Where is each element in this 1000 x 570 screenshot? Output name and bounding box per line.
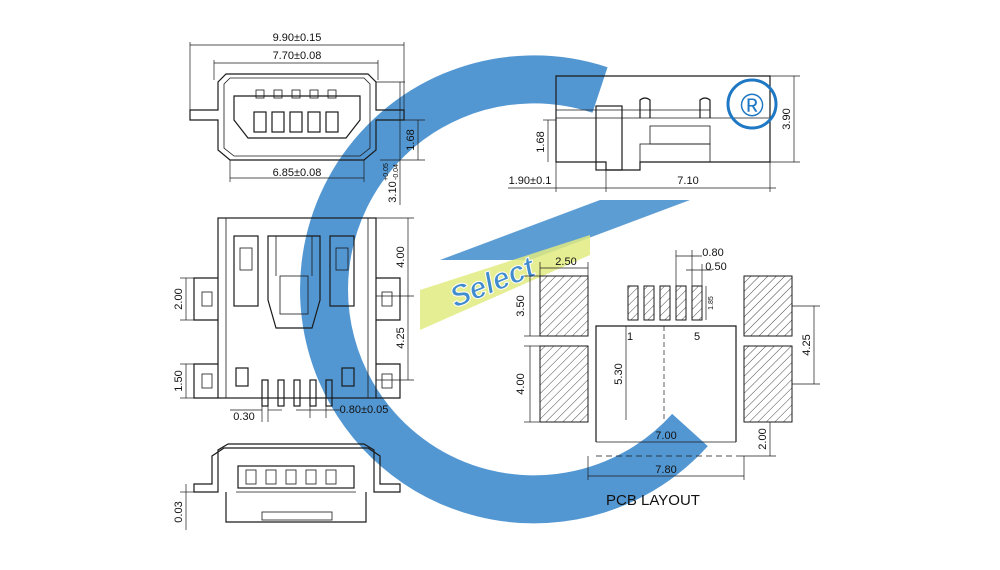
pad-bottom-left xyxy=(539,345,589,423)
top-view: 4.00 4.25 2.00 1.50 0.30 0.80±0.05 xyxy=(173,217,414,423)
dim-signal-length: 1.85 xyxy=(708,296,715,310)
pad-bottom-right xyxy=(743,345,793,423)
dim-depth-tol-minus: -0.04 xyxy=(393,164,400,180)
dim-side-length: 7.10 xyxy=(677,175,698,187)
dim-pad-bottom-height: 4.00 xyxy=(515,373,527,394)
pad-top-left xyxy=(539,275,589,337)
pad-top-right xyxy=(743,275,793,337)
dim-tab-height: 2.00 xyxy=(173,288,185,309)
dim-top-section: 4.00 xyxy=(395,246,407,267)
dim-pad-width: 2.50 xyxy=(555,256,576,268)
dim-right-bottom: 2.00 xyxy=(757,428,769,449)
dim-depth-tol-plus: +0.05 xyxy=(383,163,390,181)
dim-side-offset: 1.90±0.1 xyxy=(509,175,552,187)
top-pins xyxy=(261,379,333,407)
dim-depth: 3.10 xyxy=(387,181,399,202)
dim-inner-width-pcb: 7.00 xyxy=(655,430,676,442)
dim-pin-width: 0.30 xyxy=(233,411,254,423)
dim-side-height: 3.90 xyxy=(781,108,793,129)
bottom-pins xyxy=(245,469,337,485)
receptacle-opening xyxy=(233,95,361,139)
dim-mid-section: 4.25 xyxy=(395,327,407,348)
dim-lower-tab: 1.50 xyxy=(173,370,185,391)
dim-signal-width: 0.50 xyxy=(705,261,726,273)
pcb-layout-title: PCB LAYOUT xyxy=(606,492,700,509)
front-pins xyxy=(253,89,339,133)
side-view: 3.90 1.68 1.90±0.1 7.10 ® xyxy=(508,75,800,192)
side-body xyxy=(555,75,771,171)
dim-side-step: 1.68 xyxy=(535,131,547,152)
dim-overall-width: 9.90±0.15 xyxy=(273,32,322,44)
dim-inner-width: 7.70±0.08 xyxy=(273,50,322,62)
registered-mark-icon xyxy=(726,78,778,130)
registered-mark: ® xyxy=(740,87,764,123)
pcb-layout: 1 5 5.30 2.50 3.50 4.00 0.80 0.50 1.85 7… xyxy=(515,247,820,509)
dim-outer-width-pcb: 7.80 xyxy=(655,464,676,476)
watermark-yellow-bar xyxy=(420,235,590,330)
top-body xyxy=(217,217,377,399)
bottom-view: 0.03 xyxy=(173,443,401,530)
dim-pad-top-height: 3.50 xyxy=(515,295,527,316)
pin-first-label: 1 xyxy=(627,331,633,343)
dim-center-height: 5.30 xyxy=(613,363,625,384)
signal-pads xyxy=(627,285,703,321)
front-view: 9.90±0.15 7.70±0.08 6.85±0.08 1.68 xyxy=(189,32,425,205)
watermark-logo: Select xyxy=(300,55,708,524)
dim-bottom-width: 6.85±0.08 xyxy=(273,167,322,179)
dim-front-height: 1.68 xyxy=(405,129,417,150)
dim-pitch: 0.80 xyxy=(702,247,723,259)
pin-last-label: 5 xyxy=(694,331,700,343)
dim-right-pad-height: 4.25 xyxy=(801,334,813,355)
dim-bottom-offset: 0.03 xyxy=(173,501,185,522)
dim-pin-pitch: 0.80±0.05 xyxy=(340,404,389,416)
